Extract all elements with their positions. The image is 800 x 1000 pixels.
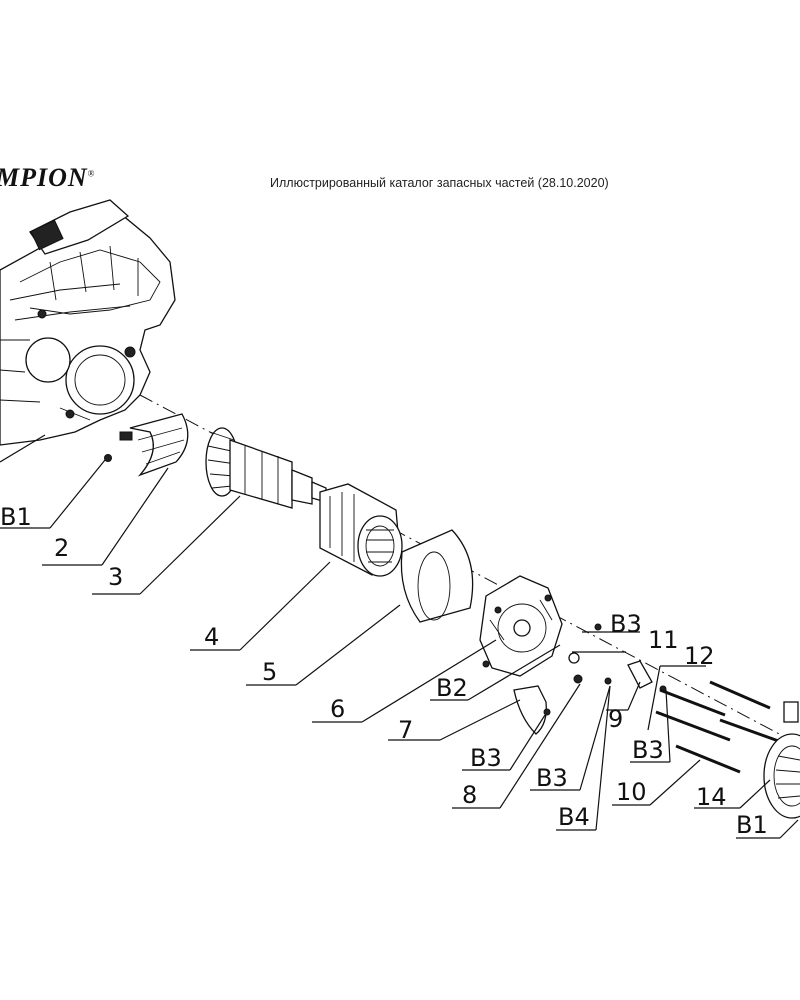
part-2-screw: [104, 454, 112, 462]
callout-labels: B1 2 3 4 5 6 B2 7 B3 8 B3 B4 9 B3 11 12 …: [0, 503, 768, 839]
part-8-cover: [513, 685, 547, 735]
callout-11: 11: [648, 626, 679, 654]
callout-4: 4: [204, 623, 219, 651]
callout-2: 2: [54, 534, 69, 562]
callout-7: 7: [398, 716, 413, 744]
callout-B2: B2: [436, 674, 468, 702]
brand-logo: MPION®: [0, 163, 96, 192]
callout-B3-a: B3: [470, 744, 502, 772]
part-capacitor: [783, 701, 799, 723]
callout-B3-top: B3: [610, 610, 642, 638]
callout-B3-b: B3: [536, 764, 568, 792]
callout-3: 3: [108, 563, 123, 591]
part-7-end-shield: [479, 575, 563, 677]
part-14-rear-cover: [763, 733, 800, 819]
part-5-stator: [319, 483, 403, 577]
part-4-rotor: [205, 427, 327, 509]
callout-12: 12: [684, 642, 715, 670]
callout-B1-left: B1: [0, 503, 32, 531]
callout-B3-c: B3: [632, 736, 664, 764]
callout-5: 5: [262, 658, 277, 686]
callout-8: 8: [462, 781, 477, 809]
callout-10: 10: [616, 778, 647, 806]
part-6-sleeve: [400, 529, 474, 623]
part-3-bracket: [119, 413, 189, 477]
callout-14: 14: [696, 783, 727, 811]
callout-6: 6: [330, 695, 345, 723]
callout-9: 9: [608, 705, 623, 733]
long-bolts: [655, 680, 799, 774]
catalog-title: Иллюстрированный каталог запасных частей…: [270, 176, 609, 190]
callout-B4: B4: [558, 803, 590, 831]
callout-B1-right: B1: [736, 811, 768, 839]
leader-lines: [0, 434, 799, 839]
hardware-parts: [543, 623, 667, 716]
engine-assembly: [0, 199, 176, 446]
